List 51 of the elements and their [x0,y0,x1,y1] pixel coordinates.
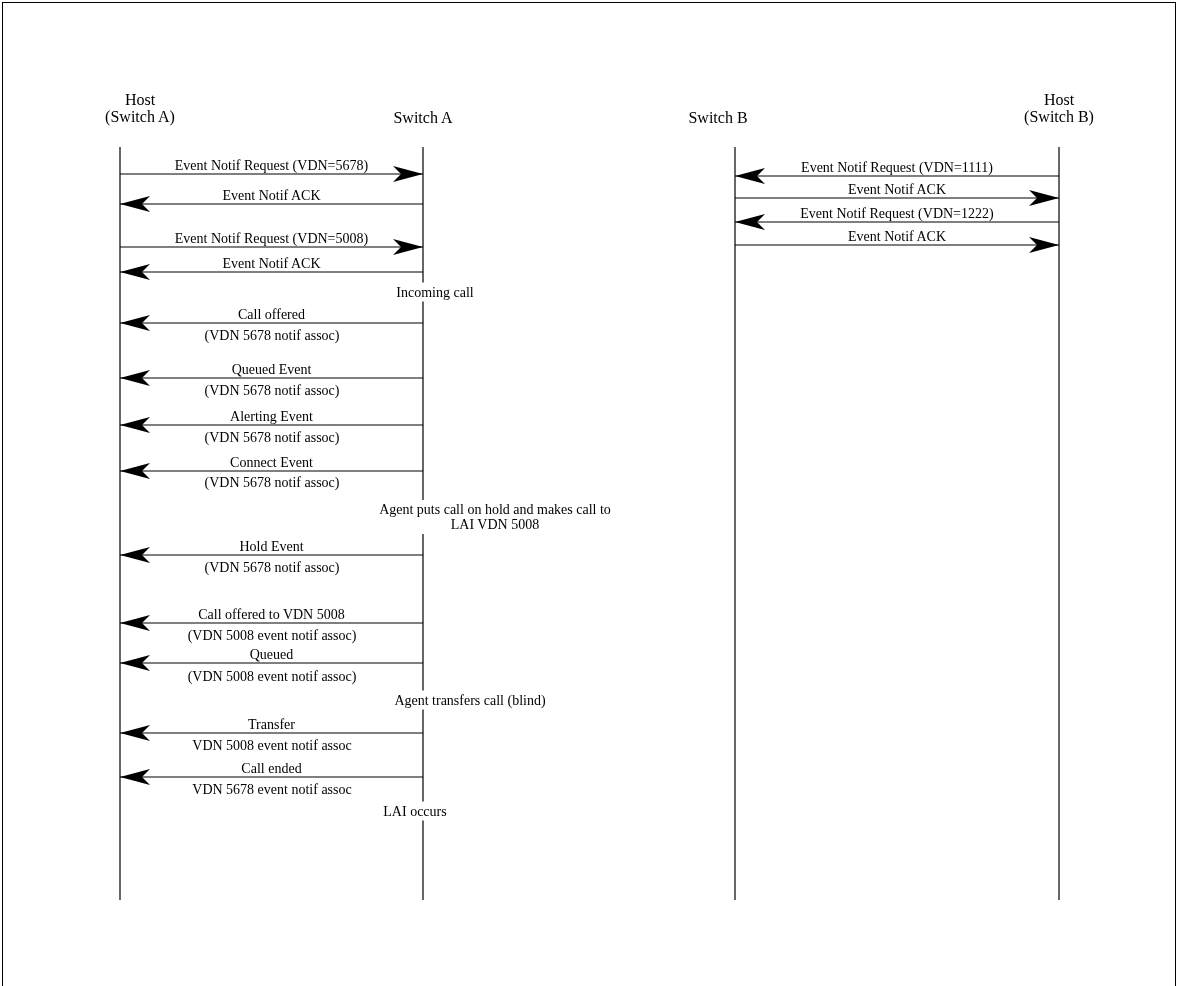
note-text: Agent puts call on hold and makes call to LAI VDN 5008 [378,502,612,532]
message-annotation: (VDN 5678 notif assoc) [204,474,340,490]
edge-label: Call offered to VDN 5008 [198,606,345,622]
message-annotation: (VDN 5008 event notif assoc) [187,668,357,684]
message-arrow [119,615,424,631]
edge-label: Event Notif Request (VDN=1222) [800,205,994,221]
edge-label: Call offered [238,306,305,322]
message-arrow [734,214,1060,230]
message-annotation: VDN 5008 event notif assoc [192,737,352,753]
edge-label: Event Notif ACK [222,187,321,203]
note-text: Incoming call [396,284,474,300]
edge-label: Event Notif Request (VDN=5678) [174,157,369,173]
participant-label: Switch B [688,108,748,126]
message-annotation: (VDN 5678 notif assoc) [204,327,340,343]
edge-label: Event Notif ACK [222,255,321,271]
edge-label: Queued [249,646,294,662]
note-text: LAI occurs [383,803,447,819]
note-text: Agent transfers call (blind) [394,692,546,708]
message-arrow [119,417,424,433]
edge-label: Event Notif ACK [848,181,946,197]
message-arrow [119,264,424,280]
message-arrow [734,237,1060,253]
message-arrow [734,190,1060,206]
edge-label: Event Notif Request (VDN=1111) [801,159,993,175]
message-annotation: (VDN 5008 event notif assoc) [187,627,357,643]
message-arrow [119,196,424,212]
participant-label: Host (Switch A) [104,91,176,125]
message-arrow [119,725,424,741]
message-arrow [119,315,424,331]
message-arrow [119,547,424,563]
message-annotation: (VDN 5678 notif assoc) [204,429,340,445]
edge-label: Transfer [248,716,295,732]
message-annotation: (VDN 5678 notif assoc) [204,559,340,575]
edge-label: Event Notif ACK [848,228,946,244]
message-arrow [734,168,1060,184]
participant-label: Switch A [393,108,453,126]
edge-label: Connect Event [230,454,313,470]
message-annotation: VDN 5678 event notif assoc [192,781,352,797]
participant-label: Host (Switch B) [1023,91,1095,125]
edge-label: Event Notif Request (VDN=5008) [174,230,369,246]
message-annotation: (VDN 5678 notif assoc) [204,382,340,398]
message-arrow [119,370,424,386]
message-arrow [119,769,424,785]
message-arrow [119,166,424,182]
edge-label: Alerting Event [230,408,313,424]
edge-label: Queued Event [231,361,312,377]
edge-label: Hold Event [239,538,304,554]
message-arrow [119,463,424,479]
message-arrow [119,239,424,255]
edge-label: Call ended [241,760,302,776]
message-arrow [119,655,424,671]
